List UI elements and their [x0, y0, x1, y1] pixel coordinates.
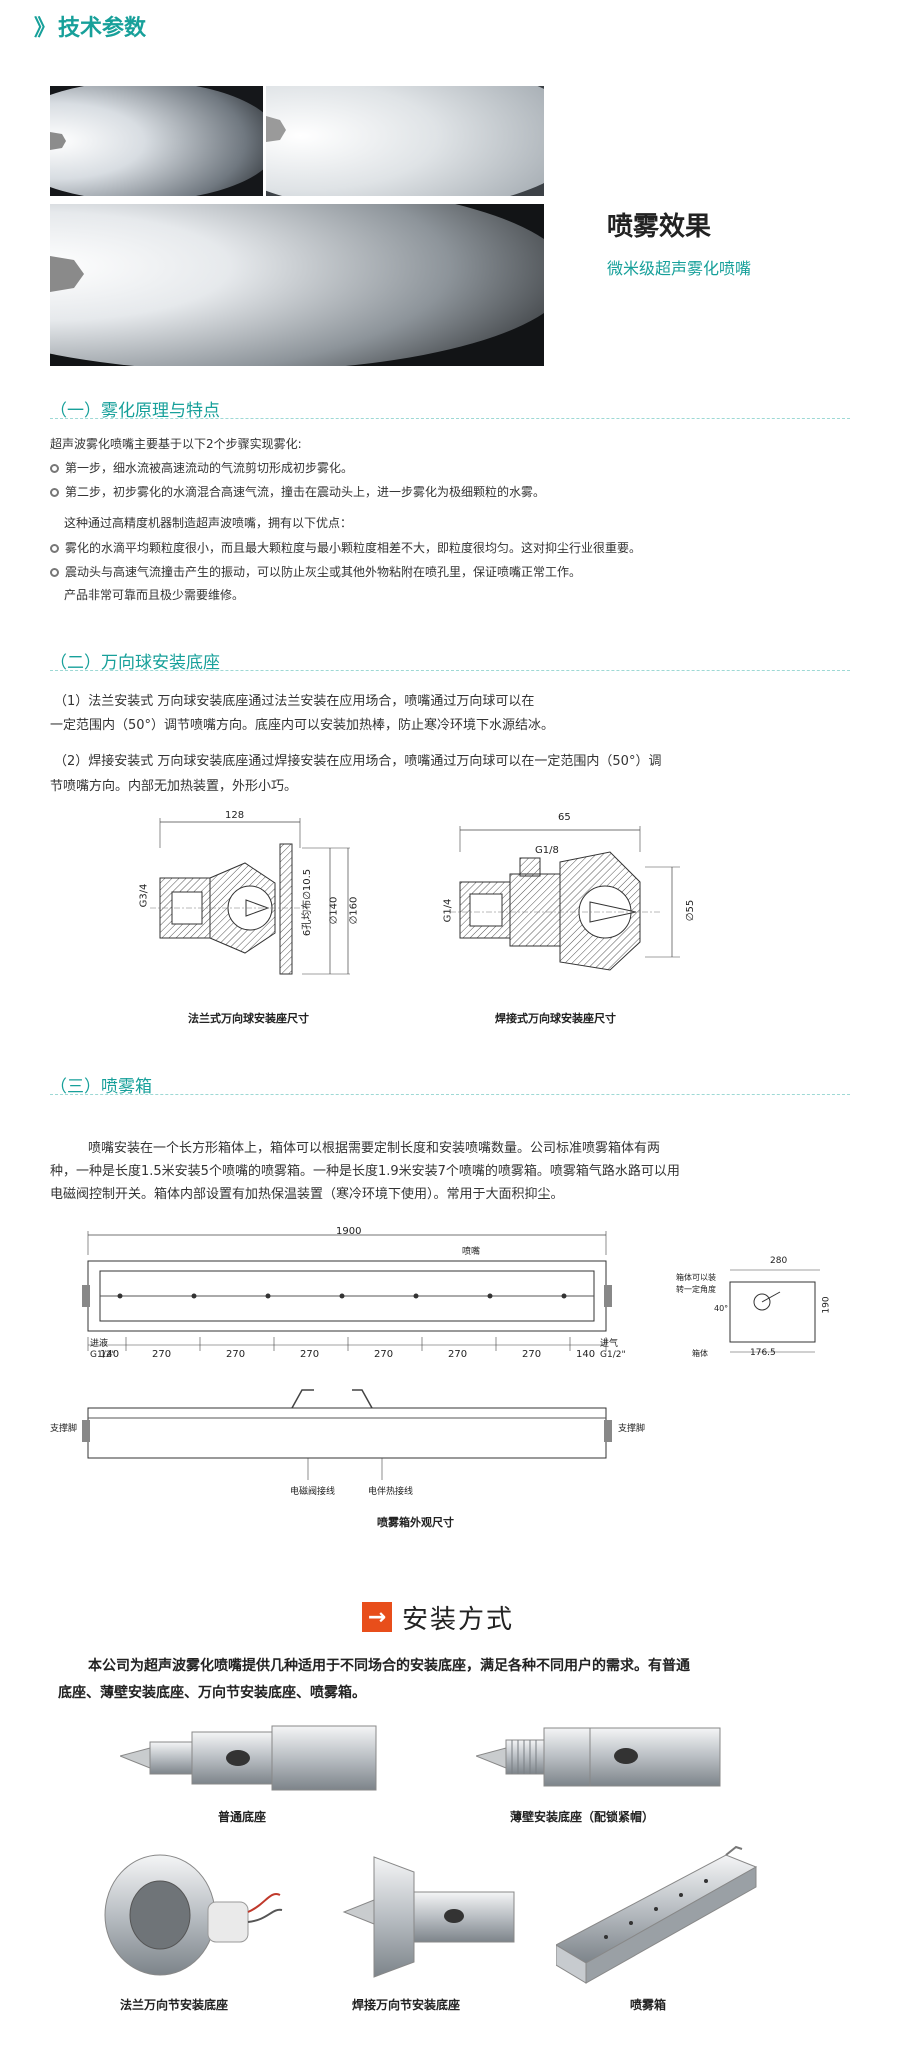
spacing-label: 270 — [448, 1349, 468, 1360]
section2-p2-line2: 节喷嘴方向。内部无加热装置，外形小巧。 — [50, 779, 298, 794]
product-caption: 喷雾箱 — [630, 1998, 667, 2012]
dim-width-left: 128 — [225, 810, 245, 821]
section1-closing: 产品非常可靠而且极少需要维修。 — [64, 588, 245, 602]
dim-thread-left: G3/4 — [138, 883, 150, 908]
section2-p2-line1: （2）焊接安装式 万向球安装底座通过焊接安装在应用场合，喷嘴通过万向球可以在一定… — [54, 754, 662, 769]
product-caption: 法兰万向节安装底座 — [120, 1998, 229, 2012]
bullet-icon — [50, 464, 59, 473]
dim-d-right: ∅55 — [685, 899, 697, 922]
list-item: 雾化的水滴平均颗粒度很小，而且最大颗粒度与最小颗粒度相差不大，即粒度很均匀。这对… — [50, 539, 641, 556]
divider — [50, 418, 850, 419]
section1-adv-intro: 这种通过高精度机器制造超声波喷嘴，拥有以下优点： — [64, 516, 353, 530]
dim-thread-right: G1/4 — [442, 898, 454, 923]
list-item: 第一步，细水流被高速流动的气流剪切形成初步雾化。 — [50, 459, 353, 476]
product-thin-wall-base — [476, 1712, 726, 1802]
product-standard-base — [120, 1712, 382, 1802]
side-note2: 转一定角度 — [676, 1285, 716, 1294]
side-note1: 箱体可以装 — [676, 1273, 716, 1282]
spacing-label: 140 — [576, 1349, 596, 1360]
side-offset: 176.5 — [750, 1348, 776, 1358]
list-item: 第二步，初步雾化的水滴混合高速气流，撞击在震动头上，进一步雾化为极细颗粒的水雾。 — [50, 483, 545, 500]
spacing-label: 270 — [374, 1349, 394, 1360]
install-title-text: 安装方式 — [402, 1604, 515, 1635]
install-title: → 安装方式 — [362, 1600, 515, 1635]
valve-wire-label: 电磁阀接线 — [290, 1487, 336, 1497]
side-box-label: 箱体 — [692, 1349, 708, 1358]
support-right: 支撑脚 — [618, 1424, 646, 1434]
dim-d1-left: ∅140 — [328, 896, 340, 925]
section3-line2: 种，一种是长度1.5米安装5个喷嘴的喷雾箱。一种是长度1.9米安装7个喷嘴的喷雾… — [50, 1164, 680, 1179]
weld-mount-drawing — [440, 812, 710, 1002]
spray-box-front-drawing — [82, 1225, 612, 1375]
arrow-right-icon: → — [362, 1602, 392, 1632]
box-total-length: 1900 — [336, 1226, 362, 1237]
section-title: 》技术参数 — [34, 10, 146, 42]
bullet-icon — [50, 544, 59, 553]
air-inlet-label: 进气 — [600, 1339, 619, 1349]
spacing-label: 270 — [226, 1349, 246, 1360]
product-caption: 焊接万向节安装底座 — [352, 1998, 461, 2012]
section1-heading: （一）雾化原理与特点 — [50, 401, 220, 421]
dim-d2-left: ∅160 — [348, 896, 360, 925]
support-left: 支撑脚 — [50, 1424, 78, 1434]
box-nozzle-label: 喷嘴 — [462, 1247, 481, 1257]
section3-line3: 电磁阀控制开关。箱体内部设置有加热保温装置（寒冷环境下使用）。常用于大面积抑尘。 — [50, 1187, 564, 1202]
bullet-icon — [50, 568, 59, 577]
dim-hole-left: 6孔均布∅10.5 — [302, 868, 314, 937]
side-height: 190 — [821, 1296, 832, 1314]
dim-thread-top-right: G1/8 — [535, 845, 559, 856]
dim-width-right: 65 — [558, 812, 571, 823]
product-weld-gimbal-base — [334, 1852, 524, 1982]
side-width: 280 — [770, 1256, 788, 1266]
chevron-icon: 》 — [34, 16, 56, 41]
water-inlet-label: 进液 — [90, 1339, 109, 1349]
section2-heading: （二）万向球安装底座 — [50, 653, 220, 673]
spray-box-caption: 喷雾箱外观尺寸 — [377, 1516, 454, 1529]
side-angle: 40° — [714, 1304, 729, 1313]
product-caption: 普通底座 — [218, 1810, 267, 1824]
section3-line1: 喷嘴安装在一个长方形箱体上，箱体可以根据需要定制长度和安装喷嘴数量。公司标准喷雾… — [88, 1141, 661, 1156]
air-inlet-thread: G1/2" — [600, 1350, 626, 1360]
spacing-label: 270 — [522, 1349, 542, 1360]
spacing-label: 140 — [100, 1349, 120, 1360]
product-spray-box — [556, 1845, 766, 1985]
spray-box-bottom-drawing — [82, 1380, 612, 1490]
spray-effect-title: 喷雾效果 — [607, 212, 712, 242]
spray-box-side-drawing — [720, 1262, 830, 1362]
weld-mount-caption: 焊接式万向球安装座尺寸 — [495, 1012, 616, 1025]
spray-photo-3 — [50, 204, 544, 366]
spacing-label: 270 — [300, 1349, 320, 1360]
divider — [50, 670, 850, 671]
list-item: 震动头与高速气流撞击产生的振动，可以防止灰尘或其他外物粘附在喷孔里，保证喷嘴正常… — [50, 563, 581, 580]
section1-intro: 超声波雾化喷嘴主要基于以下2个步骤实现雾化: — [50, 437, 302, 451]
flange-mount-drawing — [150, 808, 400, 1008]
product-caption: 薄壁安装底座（配锁紧帽） — [510, 1810, 655, 1824]
install-line2: 底座、薄壁安装底座、万向节安装底座、喷雾箱。 — [58, 1685, 366, 1701]
spacing-label: 270 — [152, 1349, 172, 1360]
section2-p1-line1: （1）法兰安装式 万向球安装底座通过法兰安装在应用场合，喷嘴通过万向球可以在 — [54, 694, 535, 709]
spray-photo-2 — [266, 86, 544, 196]
section-title-text: 技术参数 — [58, 16, 147, 41]
install-line1: 本公司为超声波雾化喷嘴提供几种适用于不同场合的安装底座，满足各种不同用户的需求。… — [88, 1658, 690, 1674]
water-inlet-thread: G1/2" — [90, 1350, 116, 1360]
spray-effect-subtitle: 微米级超声雾化喷嘴 — [607, 259, 752, 278]
section2-p1-line2: 一定范围内（50°）调节喷嘴方向。底座内可以安装加热棒，防止寒冷环境下水源结冰。 — [50, 718, 555, 733]
product-flange-gimbal-base — [90, 1850, 290, 1980]
divider — [50, 1094, 850, 1095]
spray-photo-1 — [50, 86, 263, 196]
flange-mount-caption: 法兰式万向球安装座尺寸 — [188, 1012, 309, 1025]
bullet-icon — [50, 488, 59, 497]
heater-wire-label: 电伴热接线 — [368, 1487, 414, 1497]
section3-heading: （三）喷雾箱 — [50, 1077, 152, 1097]
